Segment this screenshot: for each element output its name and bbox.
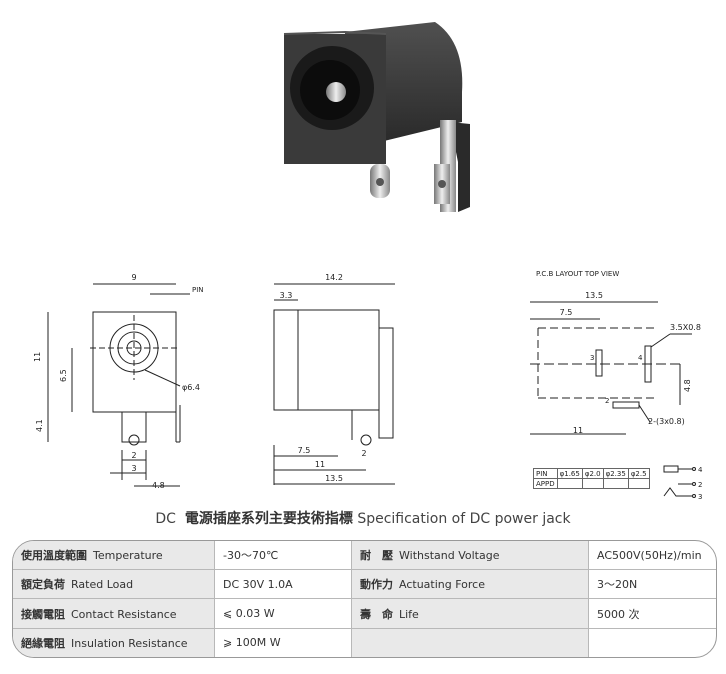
jack-schematic-symbol: 4 2 3 bbox=[663, 465, 703, 501]
title-dc: DC bbox=[155, 511, 176, 527]
pin-table-cell: φ2.0 bbox=[581, 468, 604, 479]
spec-value: -30～70℃ bbox=[214, 541, 352, 571]
side-dim-pin-w: 2 bbox=[361, 449, 366, 458]
pin-table-cell bbox=[556, 478, 583, 489]
side-dim-front: 3.3 bbox=[280, 291, 293, 300]
pcb-pin3: 3 bbox=[590, 354, 594, 362]
dc-jack-photo bbox=[283, 22, 470, 212]
front-dim-width: 9 bbox=[131, 273, 136, 282]
side-dim-body: 13.5 bbox=[325, 474, 343, 483]
side-view-drawing: 14.2 3.3 7.5 2 11 13.5 bbox=[273, 273, 395, 485]
pin-table-cell: APPD bbox=[533, 478, 558, 489]
front-dim-center: 6.5 bbox=[59, 369, 68, 382]
spec-value: ⩾ 100M W bbox=[214, 628, 352, 657]
pcb-pin2: 2 bbox=[605, 397, 609, 405]
schematic-label: 2 bbox=[698, 481, 702, 489]
side-dim-pin2: 11 bbox=[315, 460, 325, 469]
pin-table-cell: φ2.35 bbox=[602, 468, 629, 479]
spec-value: AC500V(50Hz)/min bbox=[588, 541, 716, 571]
pin-size-table: PIN φ1.65 φ2.0 φ2.35 φ2.5 APPD bbox=[533, 468, 650, 489]
pin-table-cell bbox=[602, 478, 629, 489]
pcb-dim-11: 11 bbox=[573, 426, 583, 435]
side-dim-total: 14.2 bbox=[325, 273, 343, 282]
spec-value: 3～20N bbox=[588, 569, 716, 600]
pcb-dim-slot: 3.5X0.8 bbox=[670, 323, 701, 332]
spec-value: ⩽ 0.03 W bbox=[214, 598, 352, 629]
pin-table-cell: PIN bbox=[533, 468, 558, 479]
pcb-dim-slot2: 2-(3x0.8) bbox=[648, 417, 685, 426]
pin-table-cell: φ2.5 bbox=[627, 468, 650, 479]
schematic-label: 3 bbox=[698, 493, 702, 501]
pin-table-cell bbox=[581, 478, 604, 489]
pcb-layout-drawing: P.C.B LAYOUT TOP VIEW 13.5 7.5 3.5X0.8 3… bbox=[530, 270, 701, 435]
front-dim-pin-pos: 3 bbox=[131, 464, 136, 473]
title-cn: 電源插座系列主要技術指標 bbox=[184, 511, 353, 527]
title-en: Specification of DC power jack bbox=[357, 511, 571, 527]
spec-value bbox=[589, 628, 717, 657]
side-dim-pin1: 7.5 bbox=[298, 446, 311, 455]
front-dim-hole: φ6.4 bbox=[182, 383, 200, 392]
pcb-pin4: 4 bbox=[638, 354, 643, 362]
pcb-dim-total: 13.5 bbox=[585, 291, 603, 300]
pcb-header: P.C.B LAYOUT TOP VIEW bbox=[536, 270, 619, 278]
schematic-label: 4 bbox=[698, 466, 703, 474]
pcb-dim-vert: 4.8 bbox=[683, 379, 692, 392]
spec-value: 5000 次 bbox=[588, 598, 716, 629]
front-pin-label: PIN bbox=[192, 286, 204, 294]
spec-title: DC 電源插座系列主要技術指標 Specification of DC powe… bbox=[0, 508, 726, 528]
front-view-drawing: 9 PIN 11 6.5 φ6.4 4.1 2 3 4.8 bbox=[33, 273, 204, 490]
pin-table-cell bbox=[627, 478, 650, 489]
pcb-dim-first: 7.5 bbox=[560, 308, 573, 317]
front-dim-height: 11 bbox=[33, 352, 42, 362]
front-dim-lower: 4.1 bbox=[35, 419, 44, 432]
front-dim-pin-w: 2 bbox=[131, 451, 136, 460]
front-dim-pin-off: 4.8 bbox=[152, 481, 165, 490]
pin-table-cell: φ1.65 bbox=[556, 468, 583, 479]
spec-value: DC 30V 1.0A bbox=[214, 569, 352, 600]
spec-label bbox=[351, 628, 589, 657]
